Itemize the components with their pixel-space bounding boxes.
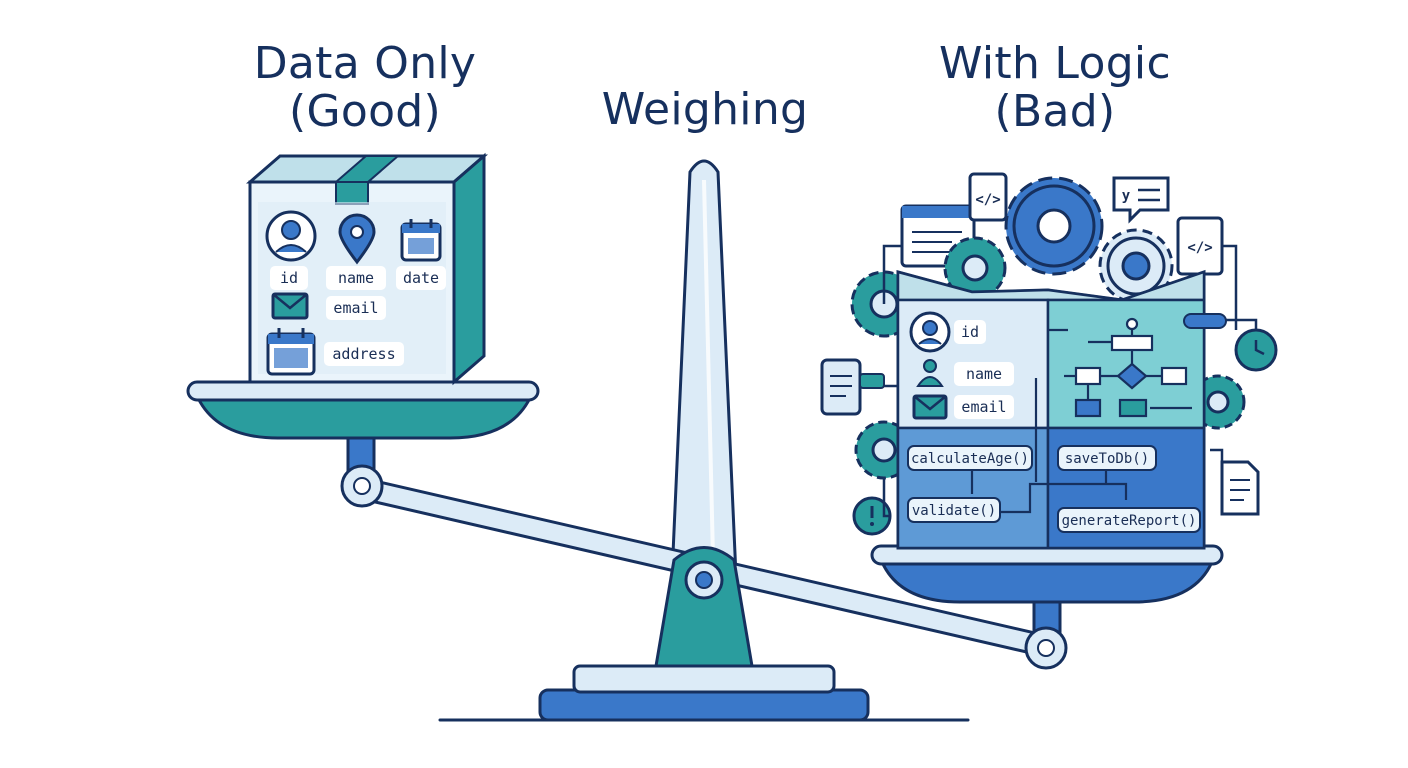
document-icon [820, 358, 885, 416]
method-generate-report: generateReport() [1062, 513, 1197, 529]
left-field-date: date [403, 269, 439, 287]
left-hanger [340, 430, 384, 508]
calendar-icon [400, 219, 442, 262]
right-field-email: email [961, 398, 1006, 416]
middle-heading: Weighing [601, 84, 809, 135]
right-field-id: id [961, 323, 979, 341]
right-user-icon [909, 311, 951, 353]
right-envelope-icon [912, 394, 948, 420]
right-heading-line1: With Logic [939, 38, 1171, 89]
svg-text:</>: </> [975, 192, 1000, 208]
right-heading-line2: (Bad) [994, 86, 1116, 137]
flowchart [1048, 317, 1192, 418]
left-pan [186, 380, 540, 440]
right-heading: With Logic (Bad) [880, 40, 1230, 136]
location-pin-icon [338, 213, 376, 265]
with-logic-box: </> y </> [820, 172, 1278, 550]
svg-text:y: y [1122, 188, 1131, 204]
left-heading-line2: (Good) [289, 86, 441, 137]
left-field-email: email [333, 299, 378, 317]
pivot [654, 546, 754, 668]
right-hanger [1024, 598, 1068, 670]
left-field-address: address [332, 345, 395, 363]
right-pan [870, 544, 1224, 604]
scale-base [538, 664, 870, 722]
right-field-name: name [966, 365, 1002, 383]
right-person-icon [916, 359, 944, 387]
report-icon [1220, 460, 1260, 516]
left-heading: Data Only (Good) [195, 40, 535, 136]
teal-gear-icon [943, 236, 1007, 300]
svg-text:</>: </> [1187, 240, 1212, 256]
method-save-to-db: saveToDb() [1065, 451, 1149, 467]
clock-icon [1234, 328, 1278, 372]
method-calculate-age: calculateAge() [911, 451, 1029, 467]
calendar-large-icon [266, 328, 316, 376]
left-heading-line1: Data Only [253, 38, 477, 89]
envelope-icon [271, 292, 309, 320]
method-validate: validate() [912, 503, 996, 519]
code-file-icon: </> [968, 172, 1008, 222]
data-only-box: id name date email address [245, 152, 489, 386]
method-connectors [970, 378, 1128, 514]
chat-bubble-icon: y [1112, 176, 1170, 224]
left-field-name: name [338, 269, 374, 287]
large-gear-icon [1004, 176, 1104, 276]
user-icon [265, 210, 317, 262]
left-field-id: id [280, 269, 298, 287]
code-file-icon-2: </> [1176, 216, 1224, 276]
